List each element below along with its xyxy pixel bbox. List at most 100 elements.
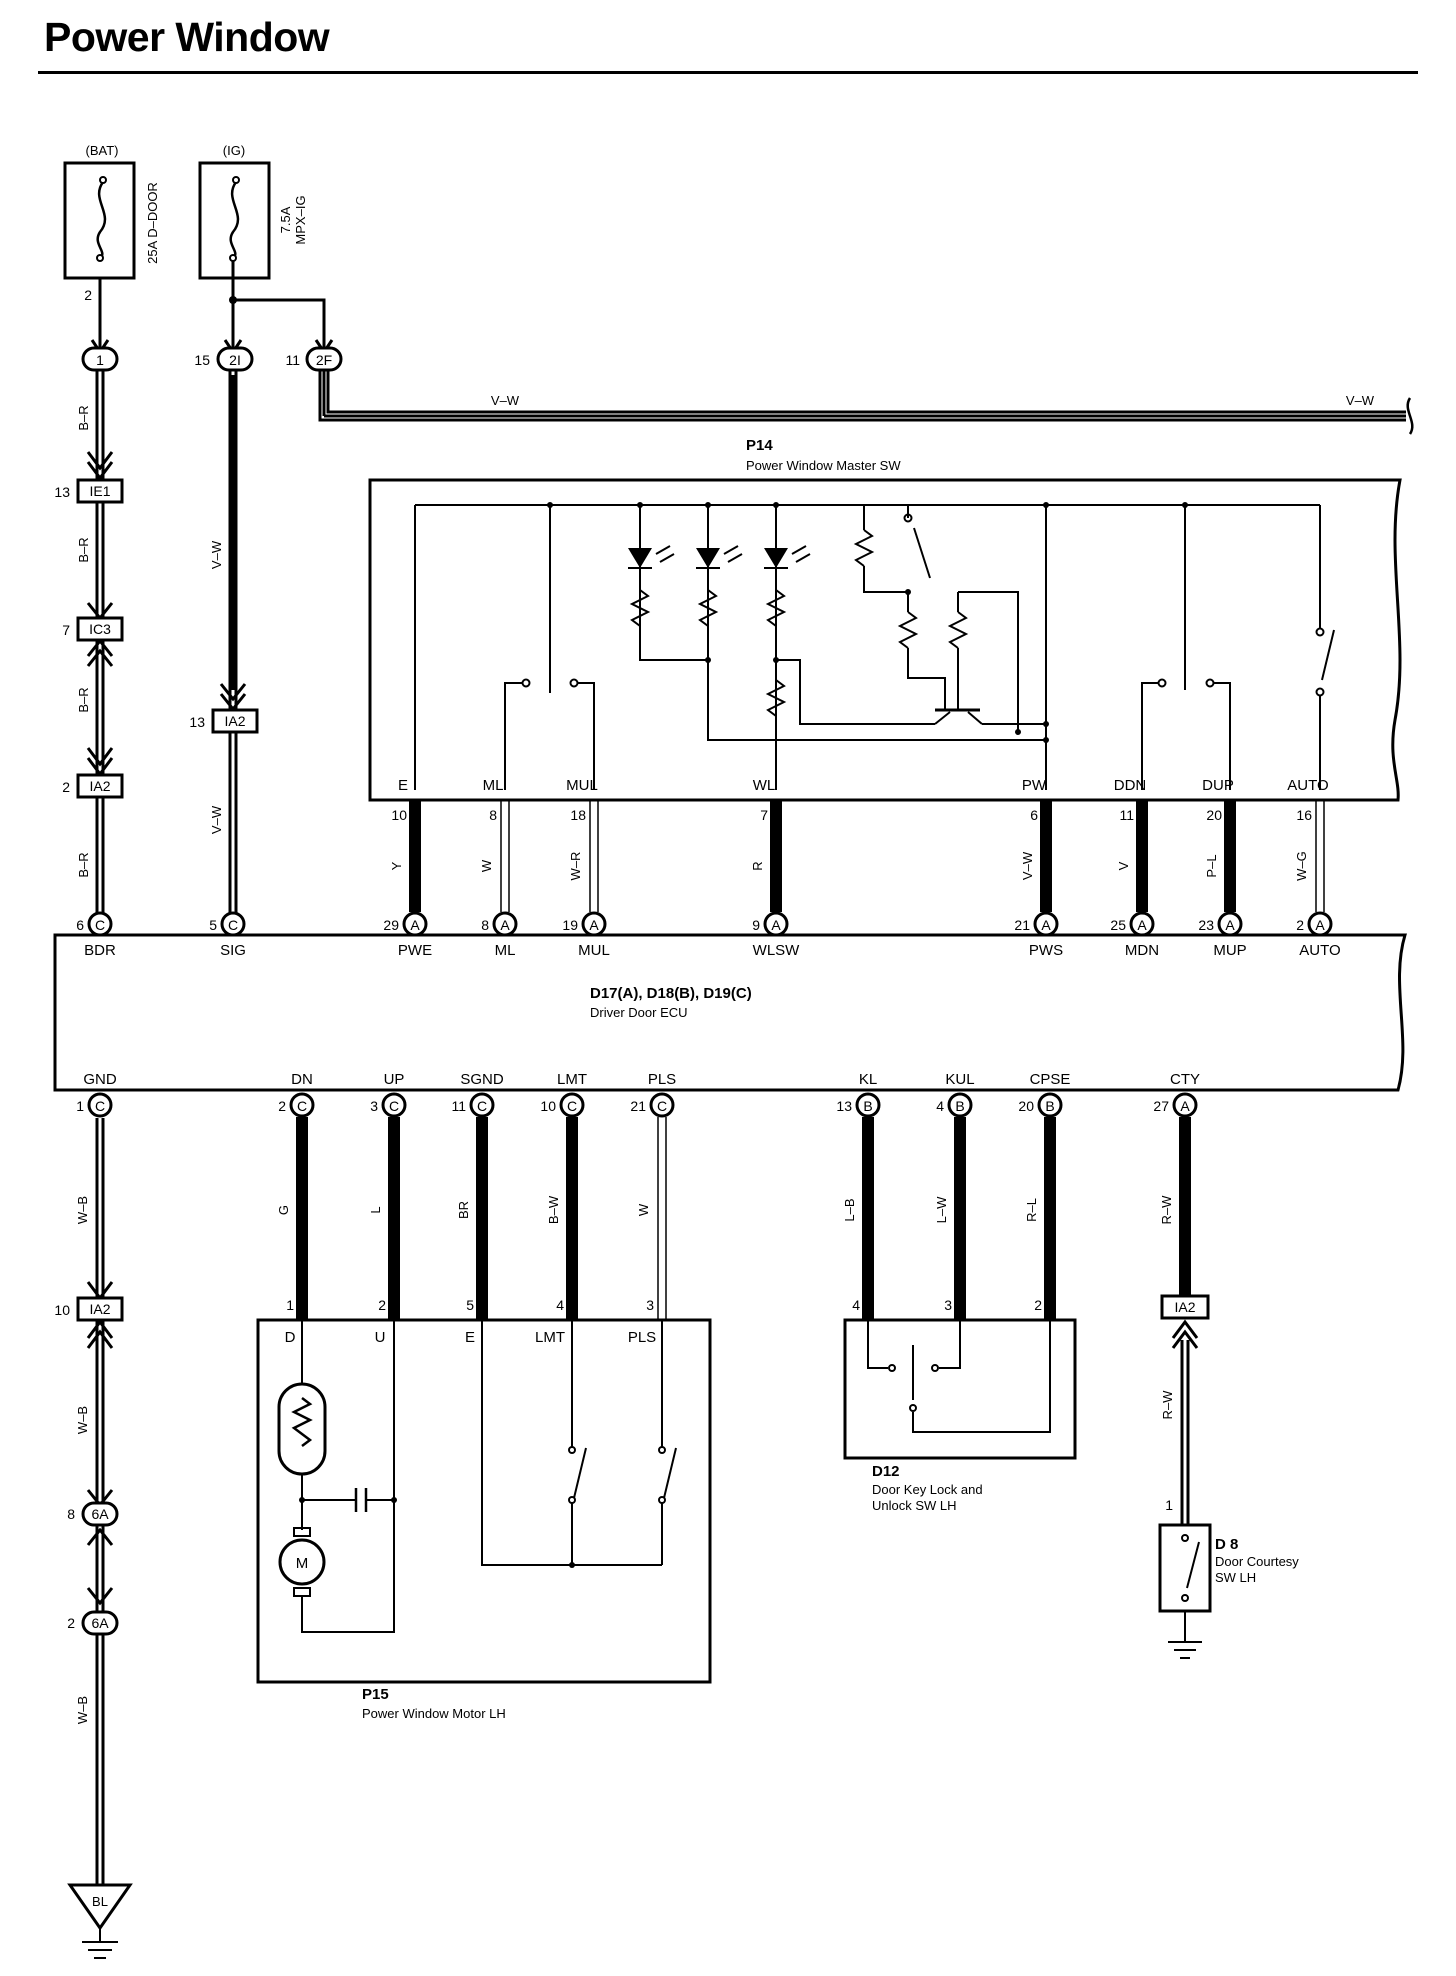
motor-name: Power Window Motor LH — [362, 1706, 506, 1721]
p14-wire-color: W–R — [568, 852, 583, 881]
ecu-pin-number: 13 — [836, 1098, 852, 1114]
window-motor: P15 Power Window Motor LH D U E LMT PLS … — [256, 1318, 712, 1721]
ecu-pin-conn: A — [1041, 917, 1051, 933]
wire-sig-color1: V–W — [209, 540, 224, 569]
ecu-pin-number: 19 — [562, 917, 578, 933]
p14-term-pin: 7 — [760, 807, 768, 823]
conn-6a-1-pin: 8 — [67, 1506, 75, 1522]
ecu-pin-label: SIG — [220, 942, 246, 959]
conn-ie1-pin: 13 — [54, 484, 70, 500]
wire-bus-color-right: V–W — [1346, 393, 1375, 408]
ecu-pin-number: 3 — [370, 1098, 378, 1114]
ecu-bottom-label: PLS — [648, 1071, 676, 1088]
p14-term-label: DDN — [1114, 777, 1147, 794]
ecu-bottom-wire — [296, 1117, 308, 1320]
ecu-pin-conn: C — [228, 917, 238, 933]
title-rule — [38, 71, 1418, 74]
fuse-bat: (BAT) 25A D–DOOR 2 — [63, 143, 160, 303]
ecu-pin-label: MDN — [1125, 942, 1159, 959]
ecu-pin-circle — [1172, 1092, 1198, 1118]
p14-term-label: ML — [483, 777, 504, 794]
wire-bus-color-left: V–W — [491, 393, 520, 408]
ecu-pin-number: 10 — [540, 1098, 556, 1114]
ecu-bottom-wire — [954, 1117, 966, 1320]
ecu-bottom-wire — [388, 1117, 400, 1320]
ecu-pin-circle — [947, 1092, 973, 1118]
led-array — [628, 502, 1046, 790]
conn-ic3: IC3 — [89, 621, 111, 637]
wire-bdr-color3: B–R — [76, 687, 91, 712]
fuse-ig: (IG) 7.5A MPX–IG — [198, 143, 308, 280]
ecu-bottom-label: KL — [859, 1071, 877, 1088]
ecu-pin-conn: A — [500, 917, 510, 933]
ecu-bottom-label: UP — [384, 1071, 405, 1088]
ecu-bottom-wire — [1179, 1117, 1191, 1296]
ecu-pin-circle — [87, 911, 113, 937]
master-switch-terminals: E10YA29PWEML8WA8MLMUL18W–RA19MULWL7RA9WL… — [383, 777, 1340, 959]
device-pin: 3 — [944, 1297, 952, 1313]
ecu-bottom-label: LMT — [557, 1071, 587, 1088]
ecu-pin-conn: B — [1045, 1098, 1054, 1114]
p14-term-pin: 6 — [1030, 807, 1038, 823]
ecu-pin-conn: A — [589, 917, 599, 933]
wire-bdr: 1 B–R IE1 13 B–R IC3 7 B–R IA2 2 B–R — [54, 278, 124, 928]
ecu-pin-number: 6 — [76, 917, 84, 933]
ecu-pin-label: MUP — [1213, 942, 1246, 959]
ecu-pin-number: 11 — [451, 1098, 466, 1114]
ecu-pin-conn: C — [297, 1098, 307, 1114]
motor-term-pls: PLS — [628, 1329, 656, 1346]
ecu-bottom-label: SGND — [460, 1071, 504, 1088]
ecu-bottom-wire — [566, 1117, 578, 1320]
p14-wire-color: V — [1116, 861, 1131, 870]
wire-gnd-color3: W–B — [75, 1696, 90, 1724]
device-pin: 3 — [646, 1297, 654, 1313]
courtesy-switch: 5 IA2 R–W 1 D 8 Door Courtesy SW LH — [1158, 1294, 1299, 1659]
ecu-pin-number: 5 — [209, 917, 217, 933]
wire-sig: 2I 15 2F 11 V–W IA2 13 V–W — [189, 260, 343, 928]
ecu-pin-conn: C — [389, 1098, 399, 1114]
ecu-pin-number: 8 — [481, 917, 489, 933]
ecu-pin-circle — [1037, 1092, 1063, 1118]
p14-term-pin: 16 — [1296, 807, 1312, 823]
ecu-pin-number: 21 — [1014, 917, 1030, 933]
conn-2i-pin: 15 — [194, 352, 210, 368]
ecu-bottom-wire-color: R–L — [1024, 1198, 1039, 1222]
ecu-pin-label: PWS — [1029, 942, 1063, 959]
p14-term-label: WL — [753, 777, 776, 794]
key-lock-switch: D12 Door Key Lock and Unlock SW LH — [843, 1318, 1077, 1513]
ecu-pin-label: AUTO — [1299, 942, 1340, 959]
conn-2f-pin: 11 — [285, 352, 300, 368]
ecu-pin-number: 9 — [752, 917, 760, 933]
p14-term-pin: 20 — [1206, 807, 1222, 823]
ecu-bottom-wire — [1044, 1117, 1056, 1320]
key-switch-name1: Door Key Lock and — [872, 1482, 983, 1497]
motor-symbol: M — [296, 1555, 309, 1572]
p14-wire — [770, 800, 782, 912]
courtesy-name2: SW LH — [1215, 1570, 1256, 1585]
fuse-ig-source: (IG) — [223, 143, 245, 158]
ecu-bottom-wire — [476, 1117, 488, 1320]
wire-bdr-color1: B–R — [76, 405, 91, 430]
conn-ia2-sig-pin: 13 — [189, 714, 205, 730]
ecu-pin-conn: C — [657, 1098, 667, 1114]
ecu-bottom-wire — [862, 1117, 874, 1320]
conn-ia2-gnd: IA2 — [89, 1301, 110, 1317]
device-pin: 4 — [852, 1297, 860, 1313]
ecu-ids: D17(A), D18(B), D19(C) — [590, 985, 752, 1002]
ecu-pin-circle — [469, 1092, 495, 1118]
motor-term-d: D — [285, 1329, 296, 1346]
p14-wire-color: V–W — [1020, 851, 1035, 880]
p14-wire — [1136, 800, 1148, 912]
wire-bdr-color4: B–R — [76, 852, 91, 877]
ecu-pin-conn: A — [1180, 1098, 1190, 1114]
conn-2f: 2F — [316, 352, 332, 368]
ecu-bottom-wire-color: W — [636, 1203, 651, 1216]
key-switch-name2: Unlock SW LH — [872, 1498, 957, 1513]
conn-6a-2-pin: 2 — [67, 1615, 75, 1631]
courtesy-wire-color: R–W — [1160, 1390, 1175, 1420]
p14-term-pin: 11 — [1119, 807, 1134, 823]
ecu-bottom-label: KUL — [945, 1071, 974, 1088]
p14-term-label: MUL — [566, 777, 598, 794]
motor-term-lmt: LMT — [535, 1329, 565, 1346]
